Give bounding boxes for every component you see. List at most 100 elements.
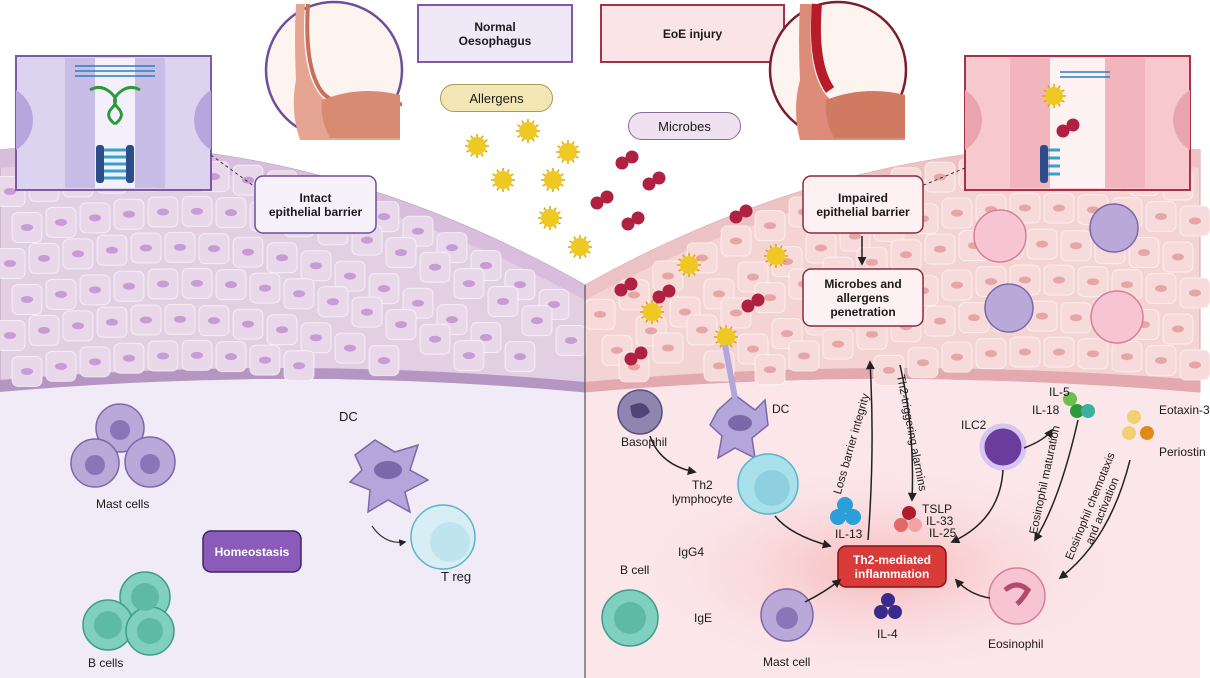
cell-nucleus xyxy=(259,284,271,292)
il33-label: IL-33 xyxy=(926,514,954,528)
cell-nucleus xyxy=(662,272,674,280)
allergen-particle xyxy=(640,300,664,324)
il13-cluster xyxy=(830,497,861,525)
dc-left-label: DC xyxy=(339,409,358,424)
homeostasis-box xyxy=(202,530,302,573)
cell-nucleus xyxy=(1172,325,1184,333)
cell-nucleus xyxy=(1189,289,1201,297)
cell-nucleus xyxy=(951,209,963,217)
cell-nucleus xyxy=(747,345,759,353)
cell-nucleus xyxy=(174,315,186,323)
il4-cluster xyxy=(874,593,902,619)
tslp-label: TSLP xyxy=(922,502,953,516)
cell-nucleus xyxy=(730,309,742,317)
cell-nucleus xyxy=(1138,249,1150,257)
cell-nucleus xyxy=(1036,240,1048,248)
cell-nucleus xyxy=(781,330,793,338)
allergen-particle xyxy=(677,253,701,277)
th2-lymphocyte-cell xyxy=(737,453,799,515)
periostin-label: Periostin xyxy=(1159,445,1206,459)
cell-nucleus xyxy=(849,232,861,240)
cell-nucleus xyxy=(225,209,237,217)
cell-nucleus xyxy=(208,317,220,325)
cell-nucleus xyxy=(21,223,33,231)
cell-nucleus xyxy=(89,214,101,222)
mast-cell-right xyxy=(760,588,814,642)
th2-lymphocyte-label: Th2 lymphocyte xyxy=(672,478,733,506)
cell-nucleus xyxy=(446,244,458,252)
cell-nucleus xyxy=(645,327,657,335)
ilc2-label: ILC2 xyxy=(961,418,987,432)
cell-nucleus xyxy=(1053,348,1065,356)
cell-nucleus xyxy=(157,208,169,216)
cell-nucleus xyxy=(531,317,543,325)
allergen-particle xyxy=(516,119,540,143)
ige-label: IgE xyxy=(694,611,713,625)
cell-nucleus xyxy=(713,290,725,298)
basophil-label: Basophil xyxy=(621,435,668,449)
impaired-zoom-connector xyxy=(906,167,966,193)
cell-nucleus xyxy=(412,299,424,307)
cell-nucleus xyxy=(378,357,390,365)
cell-nucleus xyxy=(679,308,691,316)
homeostasis-label: Homeostasis xyxy=(214,544,290,559)
allergen-particle xyxy=(1042,84,1066,108)
cell-nucleus xyxy=(514,353,526,361)
cell-nucleus xyxy=(4,259,16,267)
mast-cells-label: Mast cells xyxy=(96,497,150,511)
ilc2-cell xyxy=(979,423,1027,471)
cell-nucleus xyxy=(310,334,322,342)
microbe-particle xyxy=(729,204,753,224)
cell-nucleus xyxy=(463,280,475,288)
cell-nucleus xyxy=(208,245,220,253)
eoe-basement-membrane xyxy=(585,367,1200,392)
intact-barrier-label: Intact epithelial barrier xyxy=(268,190,363,219)
cell-nucleus xyxy=(191,351,203,359)
cell-nucleus xyxy=(1189,217,1201,225)
il5-il18-cluster xyxy=(1063,392,1095,418)
cell-nucleus xyxy=(696,326,708,334)
cell-nucleus xyxy=(378,285,390,293)
normal-oesophagus-title: Normal Oesophagus xyxy=(458,19,532,48)
allergen-particle xyxy=(465,134,489,158)
cell-nucleus xyxy=(480,262,492,270)
cell-nucleus xyxy=(344,344,356,352)
cell-nucleus xyxy=(225,281,237,289)
cell-nucleus xyxy=(157,280,169,288)
cell-nucleus xyxy=(123,354,135,362)
eoe-title-box xyxy=(600,4,785,63)
cell-nucleus xyxy=(713,362,725,370)
cell-nucleus xyxy=(4,331,16,339)
pathway-arrows xyxy=(649,360,1131,603)
th2-inflammation-box xyxy=(837,545,947,588)
normal-title-box xyxy=(417,4,573,63)
cell-nucleus xyxy=(38,326,50,334)
cell-nucleus xyxy=(1155,213,1167,221)
cell-nucleus xyxy=(1070,242,1082,250)
cell-nucleus xyxy=(1121,281,1133,289)
cell-nucleus xyxy=(157,352,169,360)
cell-nucleus xyxy=(565,337,577,345)
cell-nucleus xyxy=(429,335,441,343)
cell-nucleus xyxy=(38,254,50,262)
cell-nucleus xyxy=(968,314,980,322)
microbes-label: Microbes xyxy=(628,112,741,140)
dc-right-label: DC xyxy=(772,402,790,416)
il13-label: IL-13 xyxy=(835,527,863,541)
cell-nucleus xyxy=(242,176,254,184)
th2-inflammation-label: Th2-mediated inflammation xyxy=(852,552,931,581)
cell-nucleus xyxy=(934,245,946,253)
cell-nucleus xyxy=(123,210,135,218)
cell-nucleus xyxy=(1036,312,1048,320)
cell-nucleus xyxy=(140,244,152,252)
cell-nucleus xyxy=(123,282,135,290)
t-reg-label: T reg xyxy=(441,569,472,584)
il5-label: IL-5 xyxy=(1049,385,1070,399)
il25-label: IL-25 xyxy=(929,526,957,540)
igg4-label: IgG4 xyxy=(678,545,705,559)
cell-nucleus xyxy=(1053,204,1065,212)
cell-nucleus xyxy=(55,218,67,226)
allergen-particle xyxy=(764,244,788,268)
microbe-particle xyxy=(642,171,666,191)
cell-nucleus xyxy=(1053,276,1065,284)
